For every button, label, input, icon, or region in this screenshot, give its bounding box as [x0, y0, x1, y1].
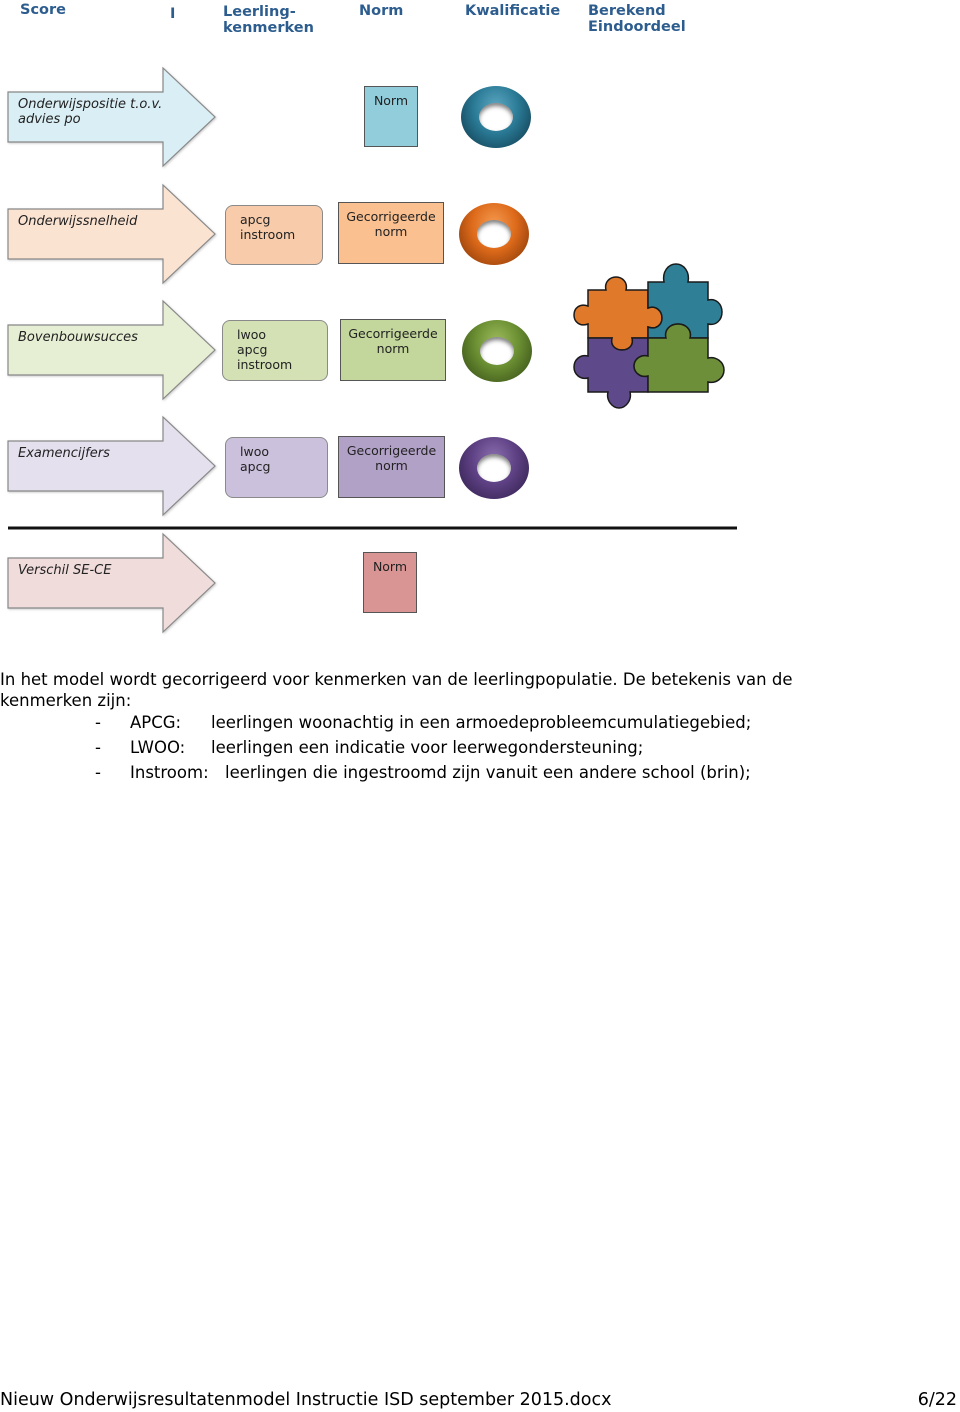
ring-green-icon — [462, 320, 532, 382]
kenmerken-box-onderwijssnelheid: apcg instroom — [225, 205, 323, 265]
arrow-label-examencijfers: Examencijfers — [18, 446, 110, 461]
footer-page-number: 6/22 — [917, 1390, 957, 1410]
arrow-verschil-se-ce — [7, 532, 216, 634]
list-item-instroom: - Instroom: leerlingen die ingestroomd z… — [0, 762, 960, 783]
model-diagram — [7, 66, 737, 634]
norm-box-onderwijssnelheid: Gecorrigeerde norm — [338, 202, 444, 264]
header-norm: Norm — [359, 3, 404, 19]
arrow-onderwijssnelheid — [7, 183, 216, 285]
norm-box-examencijfers: Gecorrigeerde norm — [338, 436, 445, 498]
arrow-bovenbouwsucces — [7, 299, 216, 401]
norm-box-onderwijspositie: Norm — [364, 86, 418, 147]
arrow-label-verschil-se-ce: Verschil SE-CE — [18, 563, 112, 578]
norm-box-bovenbouwsucces: Gecorrigeerde norm — [340, 319, 446, 381]
list-description: leerlingen die ingestroomd zijn vanuit e… — [225, 763, 751, 782]
list-description: leerlingen woonachtig in een armoedeprob… — [211, 713, 752, 732]
intro-paragraph: In het model wordt gecorrigeerd voor ken… — [0, 670, 793, 710]
list-dash: - — [95, 713, 101, 732]
list-item-apcg: - APCG: leerlingen woonachtig in een arm… — [0, 712, 960, 733]
ring-teal-icon — [461, 86, 531, 148]
list-term: LWOO: — [130, 738, 186, 757]
header-leerlingkenmerken: Leerling- kenmerken — [223, 4, 314, 36]
arrow-examencijfers — [7, 415, 216, 517]
list-dash: - — [95, 763, 101, 782]
header-divider: I — [170, 6, 176, 22]
kenmerken-box-bovenbouwsucces: lwoo apcg instroom — [222, 320, 328, 381]
list-description: leerlingen een indicatie voor leerwegond… — [211, 738, 644, 757]
kenmerken-box-examencijfers: lwoo apcg — [225, 437, 328, 498]
list-item-lwoo: - LWOO: leerlingen een indicatie voor le… — [0, 737, 960, 758]
header-kwalificatie: Kwalificatie — [465, 3, 561, 19]
list-term: Instroom: — [130, 763, 209, 782]
arrow-label-bovenbouwsucces: Bovenbouwsucces — [18, 330, 138, 345]
ring-purple-icon — [459, 437, 529, 499]
norm-box-verschil-se-ce: Norm — [363, 552, 417, 613]
ring-orange-icon — [459, 203, 529, 265]
footer-document-name: Nieuw Onderwijsresultatenmodel Instructi… — [0, 1390, 612, 1410]
puzzle-pieces-icon — [573, 263, 725, 409]
list-dash: - — [95, 738, 101, 757]
arrow-label-onderwijspositie: Onderwijspositie t.o.v. advies po — [18, 97, 163, 127]
list-term: APCG: — [130, 713, 182, 732]
arrow-label-onderwijssnelheid: Onderwijssnelheid — [18, 214, 138, 229]
arrow-onderwijspositie — [7, 66, 216, 168]
puzzle-piece-green — [633, 323, 725, 393]
header-berekend-eindoordeel: Berekend Eindoordeel — [588, 3, 686, 35]
header-score: Score — [20, 2, 66, 18]
